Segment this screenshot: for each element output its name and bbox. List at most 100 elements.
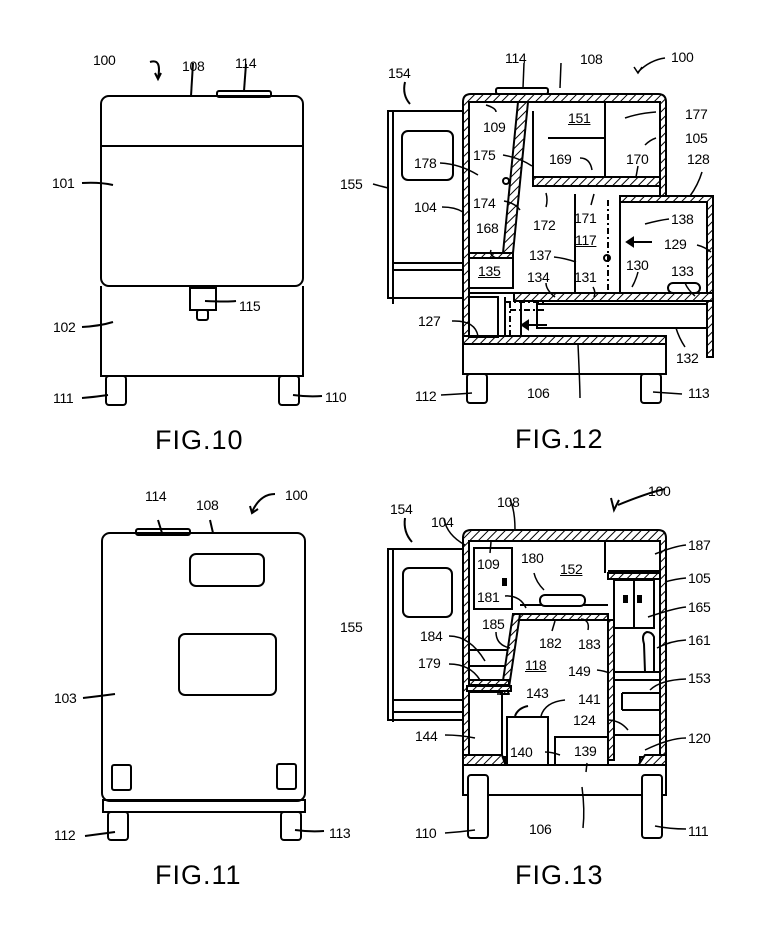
fig13-drawing	[387, 488, 687, 839]
fig10-leg-111	[105, 375, 127, 406]
ref-155: 155	[340, 619, 363, 635]
ref-113: 113	[688, 385, 710, 401]
ref-137: 137	[529, 247, 552, 263]
ref-161: 161	[688, 632, 711, 648]
ref-152: 152	[560, 561, 583, 577]
figure-caption-13: FIG.13	[515, 860, 604, 890]
ref-144: 144	[415, 728, 438, 744]
ref-113: 113	[329, 825, 351, 841]
ref-103: 103	[54, 690, 77, 706]
ref-139: 139	[574, 743, 597, 759]
ref-151: 151	[568, 110, 591, 126]
ref-100: 100	[93, 52, 116, 68]
ref-153: 153	[688, 670, 711, 686]
ref-128: 128	[687, 151, 710, 167]
fig13-handle-180	[539, 594, 586, 607]
ref-133: 133	[671, 263, 694, 279]
ref-118: 118	[525, 657, 547, 673]
ref-165: 165	[688, 599, 711, 615]
ref-127: 127	[418, 313, 441, 329]
ref-112: 112	[54, 827, 76, 843]
ref-175: 175	[473, 147, 496, 163]
fig13-wheel-111	[641, 774, 663, 839]
fig11-rear-panel-103	[101, 532, 306, 802]
ref-111: 111	[53, 390, 74, 406]
fig11-leg-112	[107, 811, 129, 841]
fig12-door-window-178	[401, 130, 454, 181]
fig10-upper-panel-101	[100, 95, 304, 287]
fig10-lower-panel-102	[100, 286, 304, 377]
ref-168: 168	[476, 220, 499, 236]
fig10-spout-115	[189, 287, 217, 311]
ref-100: 100	[671, 49, 694, 65]
ref-184: 184	[420, 628, 443, 644]
fig11-base	[102, 799, 306, 813]
ref-110: 110	[415, 825, 437, 841]
figure-caption-11: FIG.11	[155, 860, 242, 890]
ref-171: 171	[574, 210, 597, 226]
ref-108: 108	[196, 497, 219, 513]
fig10-drawing	[81, 60, 323, 406]
ref-100: 100	[285, 487, 308, 503]
fig10-ref-arrow-100	[149, 60, 160, 79]
ref-101: 101	[52, 175, 75, 191]
ref-114: 114	[505, 50, 527, 66]
ref-143: 143	[526, 685, 549, 701]
ref-185: 185	[482, 616, 505, 632]
ref-187: 187	[688, 537, 711, 553]
ref-114: 114	[235, 55, 257, 71]
ref-140: 140	[510, 744, 533, 760]
fig13-door-window	[402, 567, 453, 618]
ref-154: 154	[390, 501, 413, 517]
ref-109: 109	[477, 556, 500, 572]
ref-135: 135	[478, 263, 501, 279]
fig11-leg-113	[280, 811, 302, 841]
ref-115: 115	[239, 298, 261, 314]
ref-169: 169	[549, 151, 572, 167]
fig13-compartment-144	[468, 691, 503, 756]
ref-183: 183	[578, 636, 601, 652]
ref-172: 172	[533, 217, 556, 233]
ref-100: 100	[648, 483, 671, 499]
ref-110: 110	[325, 389, 347, 405]
fig12-drawing	[372, 57, 714, 404]
ref-108: 108	[497, 494, 520, 510]
ref-174: 174	[473, 195, 496, 211]
ref-182: 182	[539, 635, 562, 651]
fig11-lower-window	[178, 633, 277, 696]
fig12-drawer-132	[536, 303, 708, 329]
fig13-wheel-110	[467, 774, 489, 839]
fig11-upper-window	[189, 553, 265, 587]
ref-180: 180	[521, 550, 544, 566]
fig12-leg-113	[640, 373, 662, 404]
ref-106: 106	[529, 821, 552, 837]
ref-111: 111	[688, 823, 709, 839]
ref-102: 102	[53, 319, 76, 335]
ref-106: 106	[527, 385, 550, 401]
ref-154: 154	[388, 65, 411, 81]
ref-155: 155	[340, 176, 363, 192]
ref-124: 124	[573, 712, 596, 728]
ref-104: 104	[414, 199, 437, 215]
ref-117: 117	[575, 232, 597, 248]
ref-105: 105	[688, 570, 711, 586]
ref-177: 177	[685, 106, 708, 122]
ref-104: 104	[431, 514, 454, 530]
ref-108: 108	[580, 51, 603, 67]
ref-114: 114	[145, 488, 167, 504]
ref-138: 138	[671, 211, 694, 227]
ref-109: 109	[483, 119, 506, 135]
fig13-cabinet-109	[473, 547, 513, 610]
ref-149: 149	[568, 663, 591, 679]
ref-120: 120	[688, 730, 711, 746]
ref-129: 129	[664, 236, 687, 252]
fig10-leg-110	[278, 375, 300, 406]
ref-112: 112	[415, 388, 437, 404]
fig11-drawing	[82, 493, 325, 841]
ref-178: 178	[414, 155, 437, 171]
figure-caption-10: FIG.10	[155, 425, 244, 455]
ref-170: 170	[626, 151, 649, 167]
ref-131: 131	[574, 269, 597, 285]
figure-caption-12: FIG.12	[515, 424, 604, 454]
